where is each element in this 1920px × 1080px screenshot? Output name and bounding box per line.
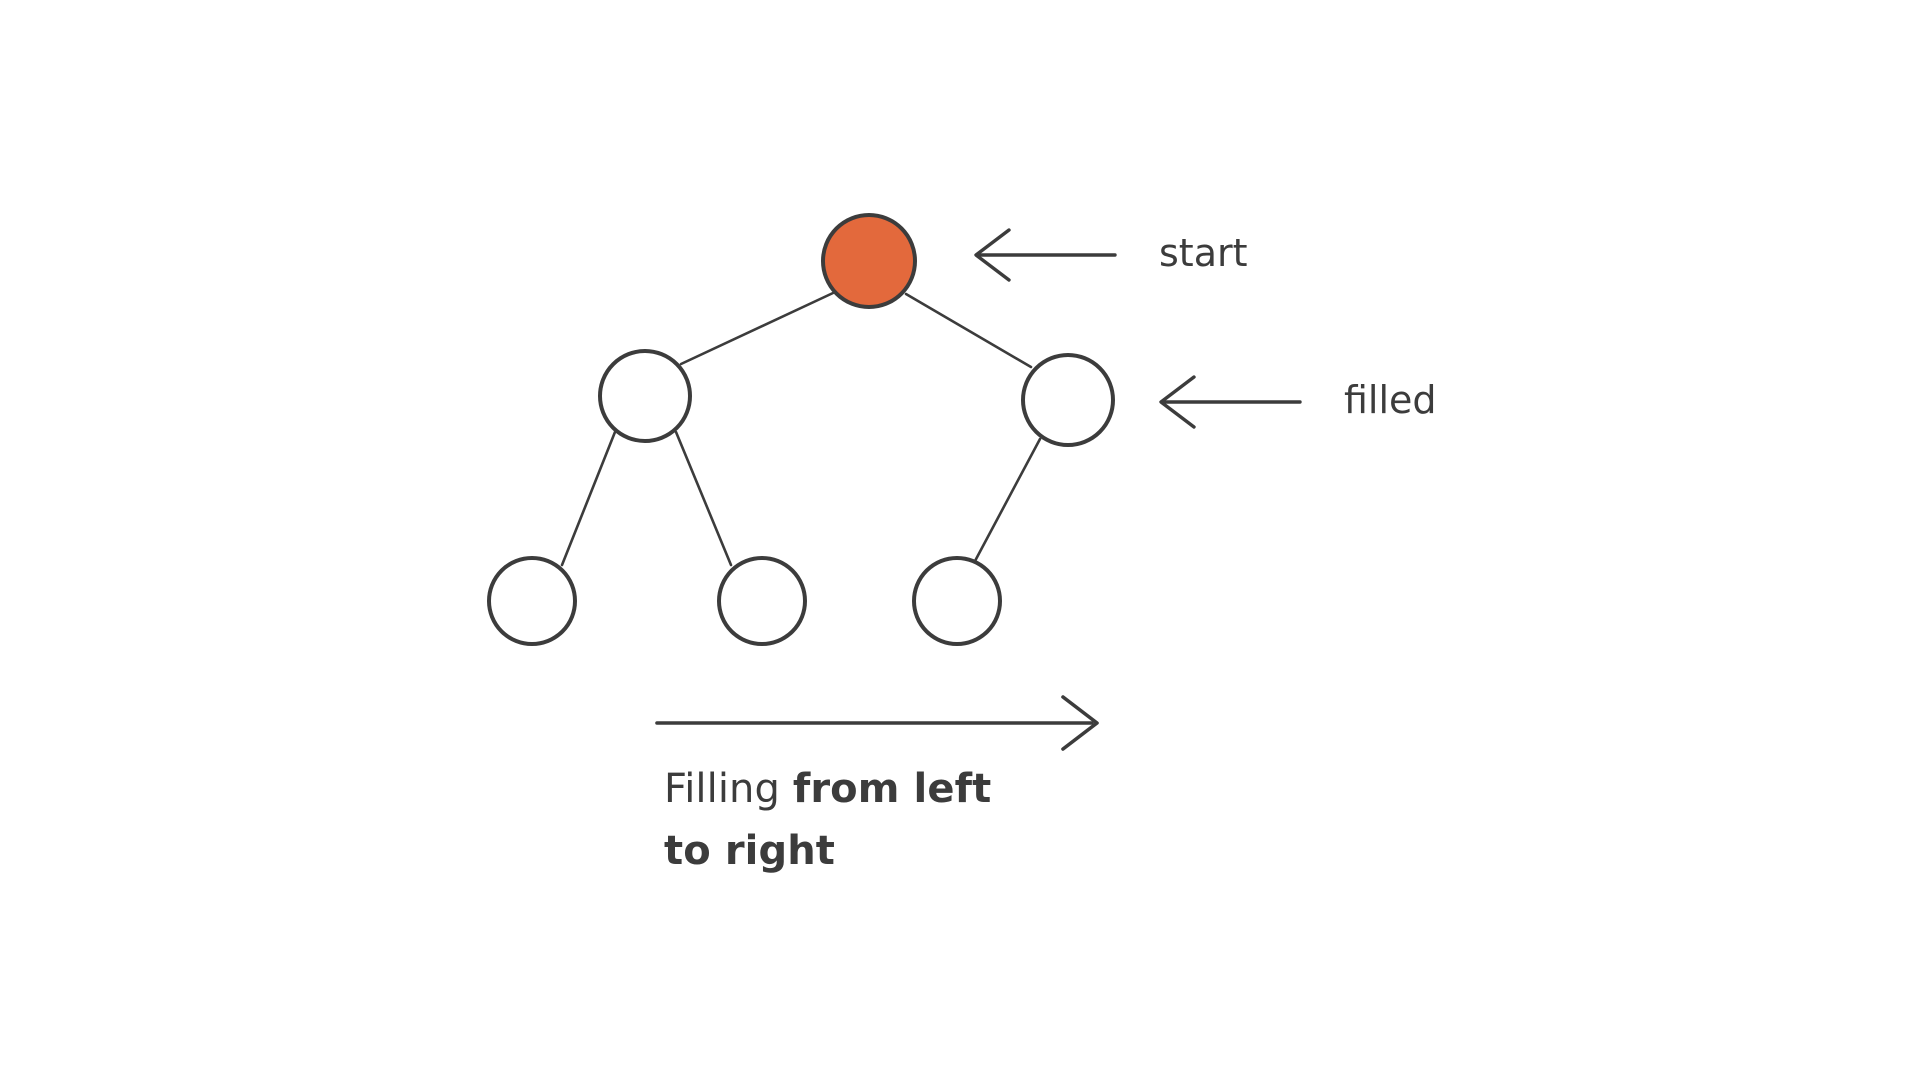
- flow-arrow-arrowhead: [1061, 695, 1099, 751]
- edge-root-to-right: [904, 292, 1033, 369]
- tree-node-leaf-2[interactable]: [717, 556, 807, 646]
- tree-node-left[interactable]: [598, 349, 692, 443]
- callout-arrow-start: [974, 228, 1117, 282]
- tree-node-root[interactable]: [821, 213, 917, 309]
- flow-caption-normal: Filling: [664, 766, 793, 812]
- edge-root-to-left: [679, 291, 835, 366]
- tree-edges: [560, 291, 1042, 567]
- tree-node-right[interactable]: [1021, 353, 1115, 447]
- flow-caption-strong-line1: from left: [792, 766, 992, 812]
- tree-node-leaf-3[interactable]: [912, 556, 1002, 646]
- callout-arrow-filled: [1159, 375, 1302, 429]
- tree-nodes: [487, 213, 1115, 646]
- tree-node-leaf-1[interactable]: [487, 556, 577, 646]
- flow-caption: Filling from left to right: [664, 758, 1124, 882]
- flow-direction-arrow: [655, 695, 1099, 751]
- flow-caption-strong-line2: to right: [664, 828, 835, 874]
- edge-left-to-leaf-2: [674, 430, 733, 567]
- callout-label-start: start: [1159, 231, 1248, 275]
- edge-right-to-leaf-3: [973, 437, 1042, 563]
- callout-filled-arrowhead: [1159, 375, 1196, 429]
- callout-label-filled: filled: [1344, 378, 1437, 422]
- edge-left-to-leaf-1: [560, 430, 617, 567]
- callout-start-arrowhead: [974, 228, 1011, 282]
